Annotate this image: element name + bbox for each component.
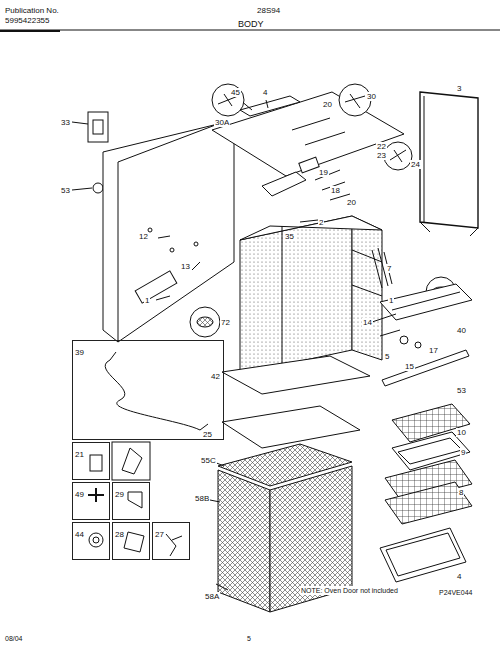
page-note: NOTE: Oven Door not included bbox=[300, 586, 399, 595]
page-note: P24VE044 bbox=[438, 588, 473, 597]
callout-number: 4 bbox=[262, 88, 268, 97]
callout-number: 20 bbox=[322, 100, 333, 109]
callout-number: 23 bbox=[376, 151, 387, 160]
callout-number: 42 bbox=[210, 372, 221, 381]
callout-number: 12 bbox=[138, 232, 149, 241]
callout-number: 17 bbox=[428, 346, 439, 355]
callout-number: 7 bbox=[386, 264, 392, 273]
callout-number: 14 bbox=[362, 318, 373, 327]
callout-number: 35 bbox=[284, 232, 295, 241]
callout-number: 3 bbox=[456, 84, 462, 93]
callout-number: 4 bbox=[456, 572, 462, 581]
callout-number: 33 bbox=[60, 118, 71, 127]
callout-number: 21 bbox=[74, 450, 85, 459]
callout-number: 9 bbox=[460, 448, 466, 457]
page-note: 28S94 bbox=[256, 6, 281, 15]
inset-box: 28 bbox=[112, 522, 150, 560]
callout-number: 49 bbox=[74, 490, 85, 499]
callout-number: 29 bbox=[114, 490, 125, 499]
callout-number: 30A bbox=[214, 118, 230, 127]
callout-number: 19 bbox=[318, 168, 329, 177]
callout-number: 18 bbox=[330, 186, 341, 195]
inset-box: 44 bbox=[72, 522, 110, 560]
callout-number: 28 bbox=[114, 530, 125, 539]
page-note: 5995422355 bbox=[4, 16, 51, 25]
page-note: 08/04 bbox=[4, 634, 24, 643]
inset-box: 49 bbox=[72, 482, 110, 520]
callout-number: 20 bbox=[346, 198, 357, 207]
callout-number: 53 bbox=[60, 186, 71, 195]
callout-number: 1 bbox=[144, 296, 150, 305]
inset-box: 21 bbox=[72, 442, 110, 480]
callout-number: 30 bbox=[366, 92, 377, 101]
callout-number: 2 bbox=[318, 218, 324, 227]
inset-box: 29 bbox=[112, 482, 150, 520]
callout-number: 72 bbox=[220, 318, 231, 327]
callout-number: 45 bbox=[230, 88, 241, 97]
callout-number: 58A bbox=[204, 592, 220, 601]
callout-number: 27 bbox=[154, 530, 165, 539]
callout-number: 5 bbox=[384, 352, 390, 361]
callout-number: 39 bbox=[74, 348, 85, 357]
callout-number: 40 bbox=[456, 326, 467, 335]
page-note: Publication No. bbox=[4, 6, 60, 15]
inset-box: 39 bbox=[72, 340, 224, 440]
callout-number: 15 bbox=[404, 362, 415, 371]
callout-number: 8 bbox=[458, 488, 464, 497]
callout-number: 44 bbox=[74, 530, 85, 539]
page-title: BODY bbox=[238, 19, 264, 29]
callout-number: 13 bbox=[180, 262, 191, 271]
callout-number: 24 bbox=[410, 160, 421, 169]
callout-number: 22 bbox=[376, 142, 387, 151]
callout-number: 58B bbox=[194, 494, 210, 503]
callout-number: 53 bbox=[456, 386, 467, 395]
callout-number: 55C bbox=[200, 456, 217, 465]
callout-number: 1 bbox=[388, 296, 394, 305]
inset-box: 27 bbox=[152, 522, 190, 560]
page-note: 5 bbox=[246, 634, 252, 643]
callout-number: 25 bbox=[202, 430, 213, 439]
callout-number: 10 bbox=[456, 428, 467, 437]
